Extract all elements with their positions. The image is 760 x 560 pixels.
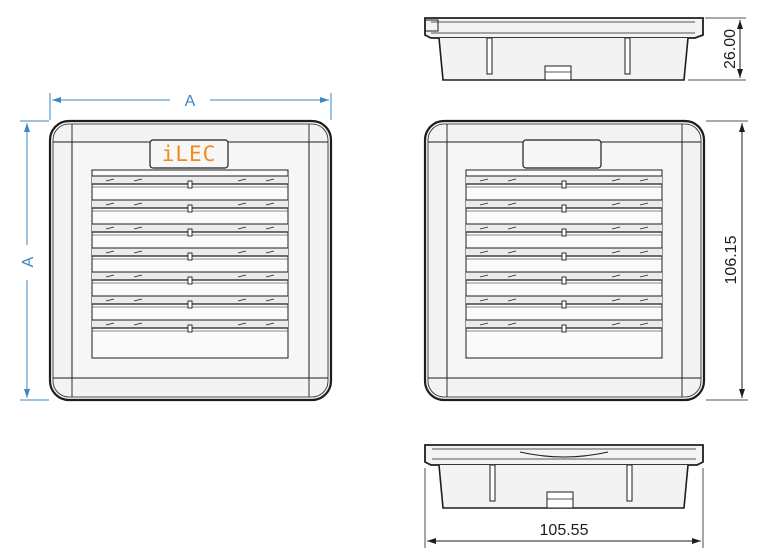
bottom-view-latch-right [626, 464, 633, 502]
right-slat [466, 199, 662, 213]
dimension-a-horizontal: A [49, 93, 332, 120]
right-corner-details [428, 124, 701, 397]
right-slat [466, 223, 662, 237]
front-slat-clip [187, 180, 193, 189]
right-slat-clip [561, 276, 567, 285]
front-slat-clip [187, 252, 193, 261]
right-frame-inner-border [427, 123, 702, 398]
right-slat-clip [561, 180, 567, 189]
dimension-a-label-top: A [185, 93, 196, 110]
dimension-width: 105.55 [424, 468, 704, 548]
right-slat-clip [561, 324, 567, 333]
top-view-tab-left [424, 19, 439, 32]
right-slat-clip [561, 252, 567, 261]
ilec-logo-text: iLEC [162, 142, 217, 166]
front-slat-clip [187, 300, 193, 309]
dimension-a-label-left: A [20, 256, 37, 267]
top-view-flange [424, 17, 704, 39]
right-slat-clip [561, 300, 567, 309]
front-slat-clip [187, 324, 193, 333]
front-view-right [423, 119, 706, 402]
width-dimension-text: 105.55 [540, 522, 589, 539]
front-slat [92, 199, 288, 213]
bottom-view-clip [546, 491, 574, 509]
right-slat [466, 319, 662, 333]
bottom-view-curve [519, 451, 609, 458]
bottom-view-flange [424, 444, 704, 466]
corner-details [53, 124, 328, 397]
logo-panel [149, 139, 229, 169]
right-slat [466, 271, 662, 285]
bottom-side-view [424, 444, 704, 509]
dimension-depth: 26.00 [688, 17, 746, 81]
front-slat-clip [187, 204, 193, 213]
right-slat [466, 295, 662, 309]
top-view-latch-left [486, 37, 493, 75]
front-slat [92, 295, 288, 309]
front-slat [92, 175, 288, 189]
front-slat-clip [187, 228, 193, 237]
front-slat [92, 223, 288, 237]
front-frame-inner-border [52, 123, 329, 398]
right-blank-panel [522, 139, 602, 169]
right-slat-clip [561, 228, 567, 237]
right-slat [466, 247, 662, 261]
front-slat [92, 247, 288, 261]
bottom-view-latch-left [489, 464, 496, 502]
front-slat [92, 271, 288, 285]
depth-dimension-text: 26.00 [722, 29, 739, 69]
front-slats [92, 175, 288, 333]
right-slat [466, 175, 662, 189]
front-view-left: iLEC [48, 119, 333, 402]
top-view-latch-right [624, 37, 631, 75]
right-slats [466, 175, 662, 333]
top-side-view [424, 17, 704, 81]
height-dimension-text: 106.15 [723, 235, 740, 284]
right-slat-clip [561, 204, 567, 213]
front-slat-clip [187, 276, 193, 285]
front-slat [92, 319, 288, 333]
top-view-clip [544, 65, 572, 81]
dimension-a-vertical: A [20, 120, 49, 401]
dimension-height: 106.15 [706, 120, 748, 401]
